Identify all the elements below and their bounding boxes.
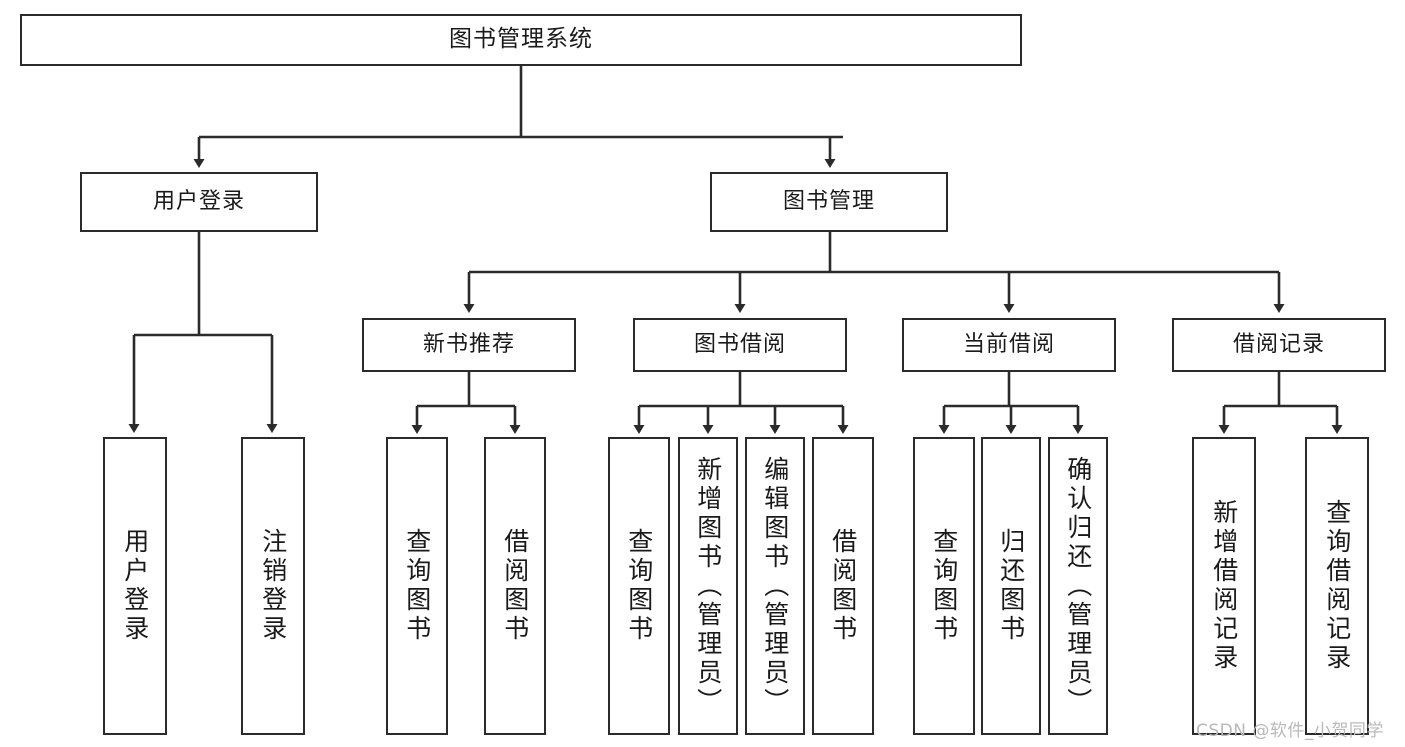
leaf-user-logout-label: 注销登录 (258, 528, 288, 644)
node-new-book-recommend[interactable]: 新书推荐 (362, 318, 576, 372)
node-book-borrow[interactable]: 图书借阅 (633, 318, 847, 372)
csdn-watermark: CSDN @软件_小贺同学 (1196, 721, 1384, 741)
leaf-user-login-label: 用户登录 (120, 528, 150, 644)
leaf-add-record-label: 新增借阅记录 (1209, 499, 1239, 673)
node-book-manage[interactable]: 图书管理 (710, 172, 948, 232)
leaf-add-record[interactable]: 新增借阅记录 (1192, 437, 1256, 735)
leaf-user-logout[interactable]: 注销登录 (241, 437, 305, 735)
node-root-label: 图书管理系统 (449, 26, 593, 53)
leaf-query-book-3[interactable]: 查询图书 (913, 437, 975, 735)
leaf-edit-book-label: 编辑图书（管理员） (760, 455, 790, 717)
leaf-borrow-book-1-label: 借阅图书 (500, 528, 530, 644)
node-borrow-record[interactable]: 借阅记录 (1172, 318, 1386, 372)
node-new-book-recommend-label: 新书推荐 (422, 331, 515, 357)
leaf-query-record-label: 查询借阅记录 (1322, 499, 1352, 673)
leaf-return-book-label: 归还图书 (996, 528, 1026, 644)
leaf-user-login[interactable]: 用户登录 (103, 437, 167, 735)
node-current-borrow[interactable]: 当前借阅 (902, 318, 1116, 372)
leaf-borrow-book-2[interactable]: 借阅图书 (812, 437, 874, 735)
leaf-add-book[interactable]: 新增图书（管理员） (678, 437, 738, 735)
leaf-edit-book[interactable]: 编辑图书（管理员） (745, 437, 805, 735)
leaf-borrow-book-1[interactable]: 借阅图书 (484, 437, 546, 735)
leaf-query-book-3-label: 查询图书 (929, 528, 959, 644)
leaf-confirm-return-label: 确认归还（管理员） (1063, 455, 1093, 717)
node-root[interactable]: 图书管理系统 (20, 14, 1022, 66)
leaf-add-book-label: 新增图书（管理员） (693, 455, 723, 717)
leaf-query-book-2-label: 查询图书 (624, 528, 654, 644)
node-borrow-record-label: 借阅记录 (1232, 331, 1325, 357)
node-user-login-label: 用户登录 (152, 188, 245, 214)
node-book-manage-label: 图书管理 (782, 188, 875, 214)
leaf-query-book-1[interactable]: 查询图书 (386, 437, 448, 735)
leaf-query-record[interactable]: 查询借阅记录 (1305, 437, 1369, 735)
node-user-login[interactable]: 用户登录 (80, 172, 318, 232)
leaf-return-book[interactable]: 归还图书 (981, 437, 1041, 735)
leaf-query-book-2[interactable]: 查询图书 (608, 437, 670, 735)
leaf-query-book-1-label: 查询图书 (402, 528, 432, 644)
leaf-confirm-return[interactable]: 确认归还（管理员） (1048, 437, 1108, 735)
leaf-borrow-book-2-label: 借阅图书 (828, 528, 858, 644)
node-book-borrow-label: 图书借阅 (693, 331, 786, 357)
node-current-borrow-label: 当前借阅 (962, 331, 1055, 357)
